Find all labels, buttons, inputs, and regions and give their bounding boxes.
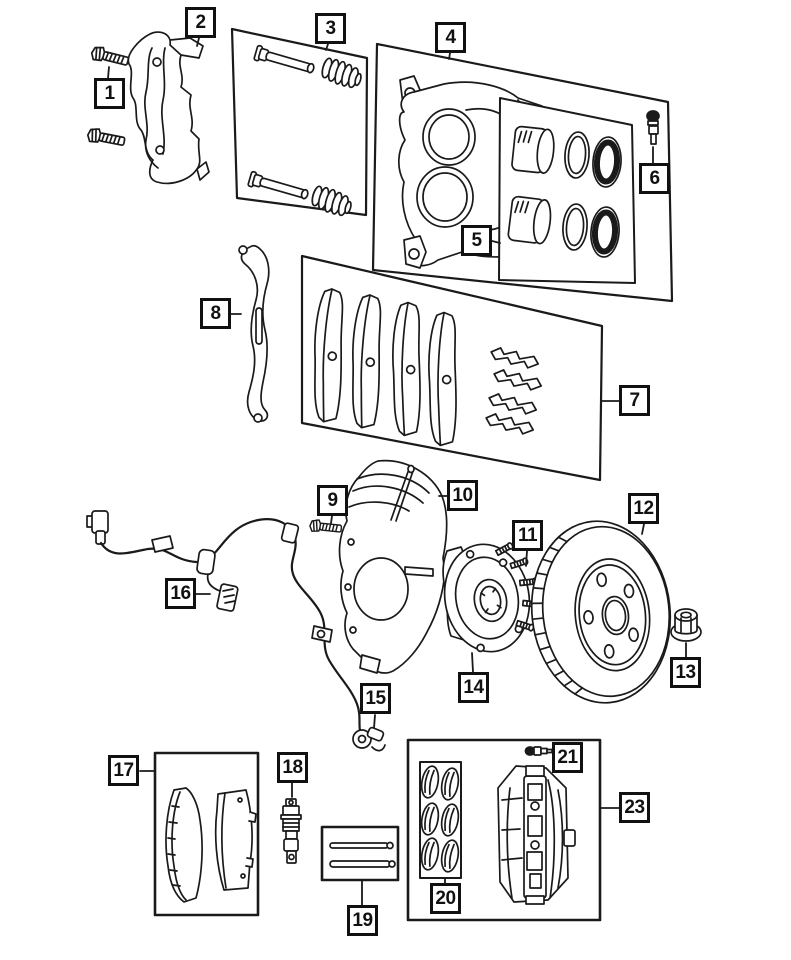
callout-6-label: 6	[649, 168, 660, 189]
callout-9-label: 9	[327, 490, 338, 511]
fixed-caliper-drawing	[497, 765, 576, 905]
callout-17-label: 17	[113, 760, 134, 781]
shield-bolt-drawing	[308, 518, 343, 535]
splash-shield-drawing	[338, 459, 448, 674]
callout-21[interactable]: 21	[552, 742, 583, 773]
callout-4-label: 4	[445, 27, 456, 48]
callout-14[interactable]: 14	[458, 672, 489, 703]
brake-rotor-drawing	[530, 520, 672, 704]
callout-13[interactable]: 13	[670, 657, 701, 688]
hub-bearing-drawing	[442, 541, 542, 653]
leader-lines	[107, 37, 687, 906]
callout-18-label: 18	[282, 757, 303, 778]
callout-1-label: 1	[104, 83, 115, 104]
abs-sensor-wire-drawing	[86, 510, 364, 738]
piston-seal-kit-box	[498, 97, 636, 284]
callout-3-label: 3	[325, 18, 336, 39]
bleeder-screw-drawing	[646, 110, 660, 145]
callout-10-label: 10	[452, 485, 473, 506]
callout-13-label: 13	[675, 662, 696, 683]
pin-boot-kit-box	[230, 27, 369, 219]
callout-21-label: 21	[557, 747, 578, 768]
callout-15-label: 15	[365, 688, 386, 709]
callout-16-label: 16	[170, 583, 191, 604]
callout-17[interactable]: 17	[108, 755, 139, 786]
brake-hose-end-drawing	[352, 726, 386, 752]
callout-2[interactable]: 2	[185, 7, 216, 38]
callout-8[interactable]: 8	[200, 298, 231, 329]
callout-18[interactable]: 18	[277, 752, 308, 783]
callout-7-label: 7	[629, 390, 640, 411]
callout-16[interactable]: 16	[165, 578, 196, 609]
callout-12[interactable]: 12	[628, 493, 659, 524]
pad-set-box	[153, 751, 260, 917]
callout-3[interactable]: 3	[315, 13, 346, 44]
callout-5-label: 5	[471, 230, 482, 251]
callout-23-label: 23	[624, 797, 645, 818]
callout-20-label: 20	[435, 888, 456, 909]
caliper-adapter-drawing	[127, 31, 210, 185]
callout-19-label: 19	[352, 910, 373, 931]
callout-11-label: 11	[517, 525, 538, 546]
callout-12-label: 12	[633, 498, 654, 519]
brake-pad-kit-box	[300, 254, 604, 482]
callout-23[interactable]: 23	[619, 792, 650, 823]
caliper-bleeder-drawing	[524, 746, 553, 756]
seal-set-box	[418, 761, 462, 879]
anti-rattle-spring-drawing	[238, 244, 270, 423]
callout-6[interactable]: 6	[639, 163, 670, 194]
callout-14-label: 14	[463, 677, 484, 698]
pin-set-box	[320, 825, 400, 882]
callout-8-label: 8	[210, 303, 221, 324]
callout-19[interactable]: 19	[347, 905, 378, 936]
callout-1[interactable]: 1	[94, 78, 125, 109]
callout-7[interactable]: 7	[619, 385, 650, 416]
caliper-kit-box	[371, 42, 674, 303]
callout-11[interactable]: 11	[512, 520, 543, 551]
callout-10[interactable]: 10	[447, 480, 478, 511]
callout-15[interactable]: 15	[360, 683, 391, 714]
wear-sensor-drawing	[280, 798, 302, 864]
callout-2-label: 2	[195, 12, 206, 33]
callout-4[interactable]: 4	[435, 22, 466, 53]
callout-5[interactable]: 5	[461, 225, 492, 256]
hub-nut-drawing	[670, 608, 702, 642]
callout-9[interactable]: 9	[317, 485, 348, 516]
callout-20[interactable]: 20	[430, 883, 461, 914]
